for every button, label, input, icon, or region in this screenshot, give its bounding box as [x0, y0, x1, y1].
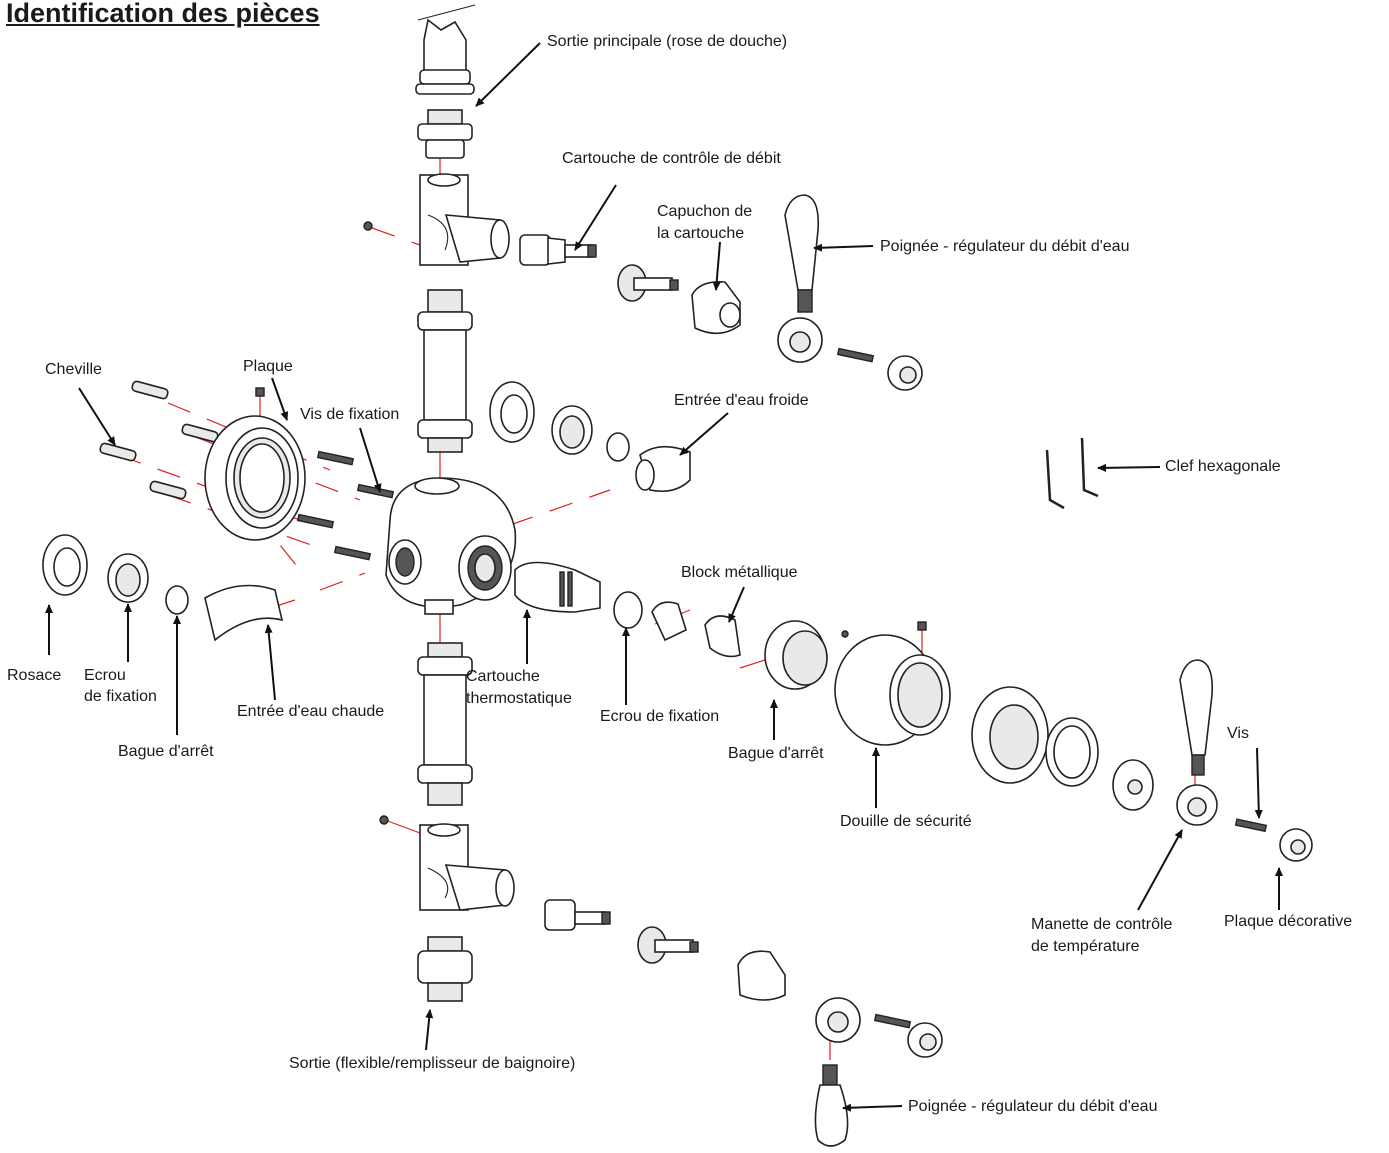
label-entree-froide: Entrée d'eau froide: [674, 392, 809, 409]
label-poignee-haut: Poignée - régulateur du débit d'eau: [880, 238, 1130, 255]
valve-body: [385, 477, 517, 615]
safety-sleeve: [834, 621, 951, 746]
label-ecrou-fixation: Ecrou de fixation: [600, 708, 720, 725]
label-plaque-decorative: Plaque décorative: [1224, 913, 1353, 930]
hot-inlet-parts: [42, 534, 284, 642]
label-cartouche-thermo-line2: thermostatique: [466, 690, 572, 707]
label-bague-arret-gauche: Bague d'arrêt: [118, 743, 214, 760]
trim-rings: [971, 686, 1154, 811]
label-capuchon-line1: Capuchon de: [657, 203, 753, 220]
label-sortie-flexible: Sortie (flexible/remplisseur de baignoir…: [289, 1055, 576, 1072]
temperature-handle-assembly: [1176, 659, 1313, 862]
wall-plugs: [99, 380, 219, 500]
mounting-plate: [204, 387, 306, 541]
label-sortie-principale: Sortie principale (rose de douche): [547, 33, 788, 50]
label-ecrou-line2: de fixation: [84, 688, 157, 705]
lower-riser-pipe: [417, 642, 473, 806]
fixing-screws: [296, 450, 395, 561]
leader-arrows: [45, 42, 1283, 1112]
label-entree-chaude: Entrée d'eau chaude: [237, 703, 385, 720]
label-douille-securite: Douille de sécurité: [840, 813, 972, 830]
thermostatic-cartridge-row: [514, 561, 849, 690]
top-outlet-pipe: [415, 4, 476, 95]
page-title: Identification des pièces: [6, 0, 320, 28]
top-handle-assembly: [777, 194, 923, 391]
label-vis: Vis: [1227, 725, 1249, 742]
hex-keys: [1045, 437, 1099, 510]
top-flow-cartridge-row: [363, 221, 741, 335]
label-cheville: Cheville: [45, 361, 102, 378]
label-plaque: Plaque: [243, 358, 293, 375]
bottom-handle: [814, 1064, 849, 1147]
label-cartouche-thermo-line1: Cartouche: [466, 668, 540, 685]
label-rosace: Rosace: [7, 667, 62, 684]
label-capuchon-line2: la cartouche: [657, 225, 745, 242]
label-manette-line1: Manette de contrôle: [1031, 916, 1173, 933]
bottom-outlet-nipple: [417, 936, 473, 1002]
label-ecrou-line1: Ecrou: [84, 667, 126, 684]
bottom-flow-cartridge-row: [379, 815, 943, 1058]
label-manette-line2: de température: [1031, 938, 1140, 955]
top-outlet-nipple: [417, 109, 473, 159]
label-bague-arret-droite: Bague d'arrêt: [728, 745, 824, 762]
cold-inlet-parts: [489, 381, 691, 493]
label-block-metallique: Block métallique: [681, 564, 798, 581]
label-vis-fixation: Vis de fixation: [300, 406, 400, 423]
label-cartouche-debit: Cartouche de contrôle de débit: [562, 150, 781, 167]
top-tee: [419, 173, 510, 266]
upper-riser-pipe: [417, 289, 473, 453]
label-clef-hexagonale: Clef hexagonale: [1165, 458, 1281, 475]
label-poignee-bas: Poignée - régulateur du débit d'eau: [908, 1098, 1158, 1115]
bottom-tee: [419, 823, 515, 911]
